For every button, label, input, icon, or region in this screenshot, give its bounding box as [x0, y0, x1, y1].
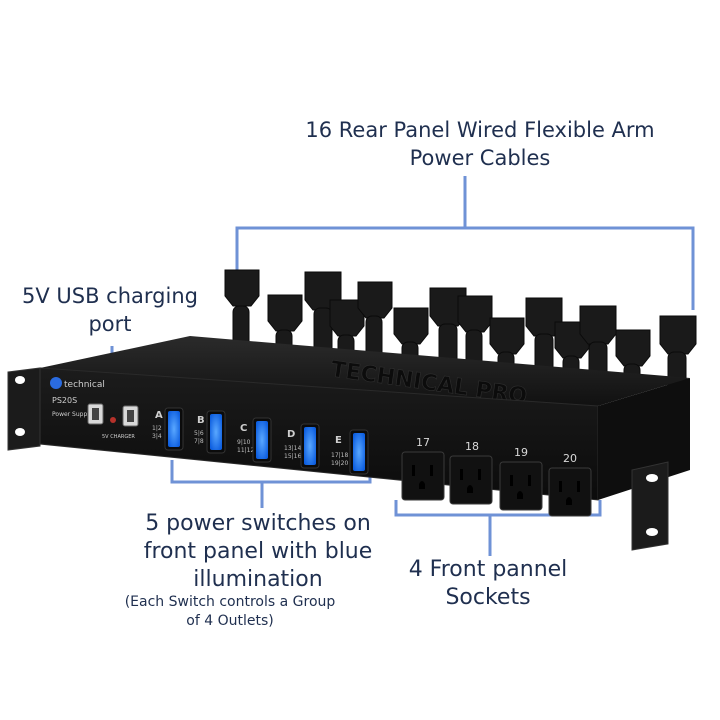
svg-text:5|6: 5|6: [194, 430, 204, 437]
svg-text:1|2: 1|2: [152, 425, 162, 432]
svg-text:18: 18: [465, 440, 479, 453]
svg-text:19: 19: [514, 446, 528, 459]
brand-logo: technical: [50, 377, 105, 390]
cable-plug: [429, 287, 467, 369]
svg-text:B: B: [197, 415, 205, 426]
svg-text:E: E: [335, 435, 342, 446]
usb-indicator-led: [110, 417, 116, 423]
svg-text:A: A: [155, 410, 163, 421]
rack-ear-hole: [646, 528, 658, 536]
svg-text:15|16: 15|16: [284, 453, 301, 460]
svg-text:19|20: 19|20: [331, 460, 348, 467]
svg-text:11|12: 11|12: [237, 447, 254, 454]
svg-text:13|14: 13|14: [284, 445, 301, 452]
sockets-callout: 4 Front pannel Sockets: [408, 557, 568, 610]
rack-ear-left: [7, 367, 41, 451]
front-socket-group: 17 18 19 20: [401, 436, 592, 517]
svg-text:20: 20: [563, 452, 577, 465]
rack-ear-hole: [15, 428, 25, 436]
svg-text:D: D: [287, 429, 295, 440]
socket-18[interactable]: 18: [449, 440, 493, 505]
svg-text:technical: technical: [64, 380, 105, 390]
chassis-top: [40, 336, 690, 406]
svg-text:17: 17: [416, 436, 430, 449]
rack-ear-hole: [646, 474, 658, 482]
cable-plug: [457, 295, 493, 369]
usb-label: 5V CHARGER: [102, 434, 135, 440]
switch-a[interactable]: A 1|23|4: [152, 407, 184, 451]
svg-text:3|4: 3|4: [152, 433, 162, 440]
cables-callout: 16 Rear Panel Wired Flexible Arm Power C…: [305, 118, 655, 170]
switches-callout: 5 power switches on front panel with blu…: [143, 511, 373, 592]
svg-text:C: C: [240, 423, 247, 434]
usb-callout: 5V USB charging port: [22, 284, 198, 336]
rack-ear-right: [631, 461, 669, 551]
svg-text:9|10: 9|10: [237, 439, 251, 446]
svg-text:7|8: 7|8: [194, 438, 204, 445]
svg-text:17|18: 17|18: [331, 452, 348, 459]
cable-plug: [525, 297, 563, 373]
sockets-bracket: [394, 500, 602, 517]
switches-note: (Each Switch controls a Group of 4 Outle…: [124, 594, 336, 629]
model-label: PS20S: [52, 396, 77, 405]
socket-20[interactable]: 20: [548, 452, 592, 517]
switch-b[interactable]: B 5|67|8: [194, 410, 226, 454]
socket-19[interactable]: 19: [499, 446, 543, 511]
model-subtitle: Power Supply: [52, 411, 93, 418]
rack-ear-hole: [15, 376, 25, 384]
socket-17[interactable]: 17: [401, 436, 445, 501]
